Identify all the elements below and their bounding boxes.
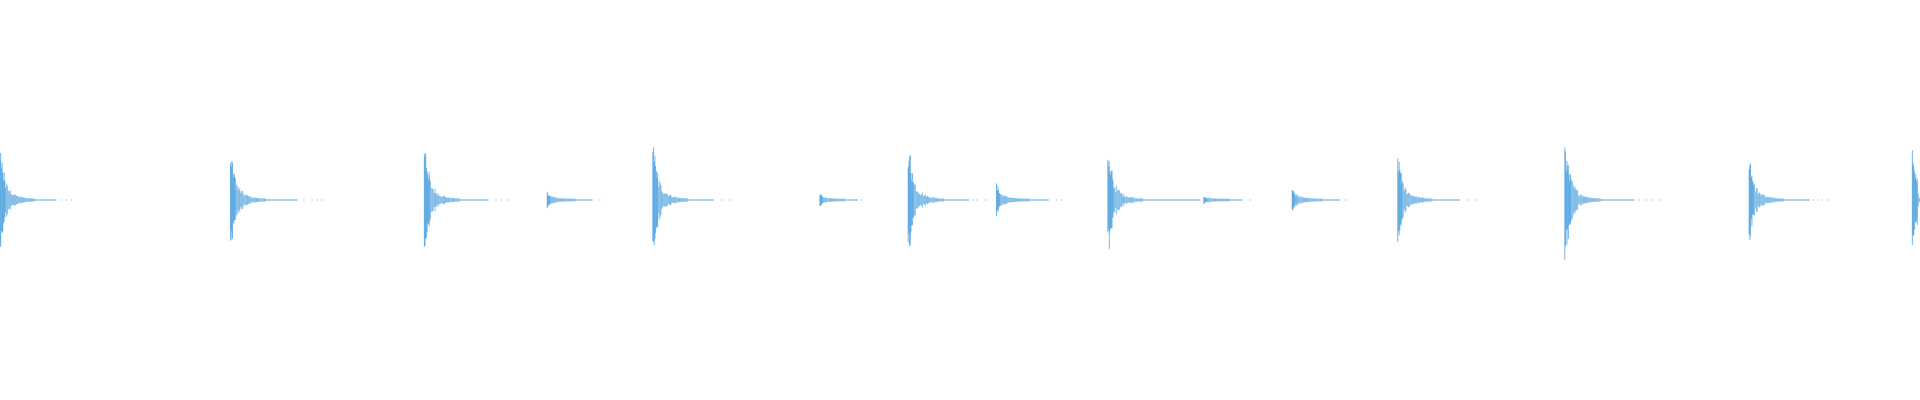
waveform-transient — [907, 154, 987, 247]
waveform-transient — [1107, 159, 1243, 249]
waveform-transient — [0, 153, 72, 247]
waveform-transient — [1203, 196, 1251, 204]
waveform-transient — [423, 153, 509, 247]
waveform-transient — [1397, 158, 1477, 242]
waveform-transient — [1291, 190, 1346, 211]
waveform-transient — [652, 147, 731, 246]
waveform-transient — [1911, 150, 1920, 245]
waveform-transient — [1748, 163, 1830, 240]
waveform-transient — [1564, 147, 1660, 260]
waveform-strokes-group — [0, 147, 1920, 260]
waveform-transient — [819, 194, 862, 206]
waveform-transient — [996, 183, 1063, 217]
waveform-transient — [229, 161, 323, 241]
waveform-transient — [546, 191, 601, 209]
